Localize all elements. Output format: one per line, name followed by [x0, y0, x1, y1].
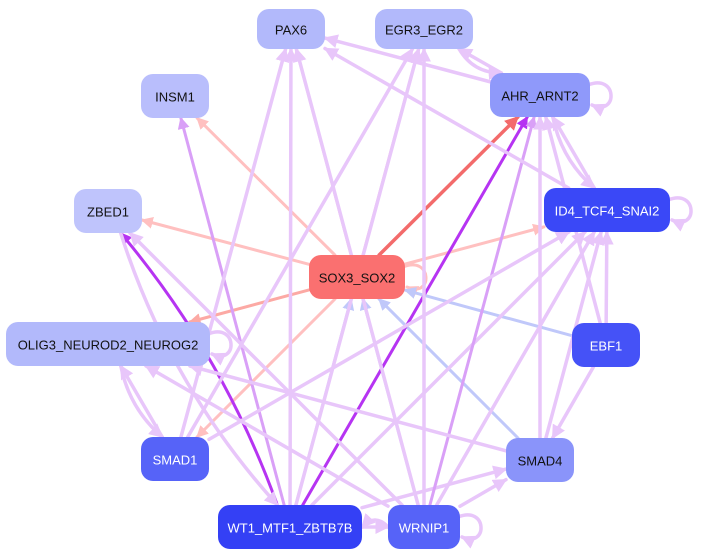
edge-wrnip1-to-wrnip1: [456, 513, 483, 549]
node-label: SMAD4: [518, 454, 563, 469]
edge-wrnip1-to-zbed1: [128, 231, 404, 507]
edge-sox3_sox2-to-olig3_neurod2_neurog2: [188, 288, 311, 325]
edge-sox3_sox2-to-id4_tcf4_snai2: [403, 223, 546, 266]
node-label: SOX3_SOX2: [319, 271, 396, 286]
node-label: WT1_MTF1_ZBTB7B: [228, 521, 353, 536]
edge-wrnip1-to-id4_tcf4_snai2: [434, 230, 597, 507]
edge-id4_tcf4_snai2-to-ahr_arnt2: [551, 115, 596, 190]
edge-smad1-to-olig3_neurod2_neurog2: [119, 364, 164, 439]
edge-ahr_arnt2-to-pax6: [323, 34, 492, 84]
edge-id4_tcf4_snai2-to-id4_tcf4_snai2: [666, 196, 693, 232]
edge-olig3_neurod2_neurog2-to-smad1: [119, 364, 164, 439]
node-box: [141, 74, 209, 118]
node-smad4[interactable]: SMAD4: [506, 438, 574, 482]
edge-wt1_mtf1_zbtb7b-to-id4_tcf4_snai2: [310, 230, 587, 507]
node-label: EBF1: [590, 339, 623, 354]
node-wt1-mtf1-zbtb7b[interactable]: WT1_MTF1_ZBTB7B: [218, 505, 362, 549]
node-box: [506, 438, 574, 482]
node-label: AHR_ARNT2: [501, 89, 578, 104]
node-box: [74, 189, 142, 233]
node-box: [490, 73, 590, 117]
node-label: INSM1: [155, 90, 195, 105]
node-label: WRNIP1: [399, 521, 450, 536]
node-ahr-arnt2[interactable]: AHR_ARNT2: [490, 73, 590, 117]
node-insm1[interactable]: INSM1: [141, 74, 209, 118]
edge-ebf1-to-id4_tcf4_snai2: [599, 230, 614, 325]
node-box: [257, 9, 325, 49]
edge-ahr_arnt2-to-ahr_arnt2: [586, 81, 613, 117]
edge-sox3_sox2-to-ahr_arnt2: [377, 115, 520, 257]
node-egr3-egr2[interactable]: EGR3_EGR2: [375, 9, 473, 49]
edge-sox3_sox2-to-zbed1: [140, 216, 311, 266]
edge-sox3_sox2-to-insm1: [195, 116, 337, 257]
node-olig3-neurod2-neurog2[interactable]: OLIG3_NEUROD2_NEUROG2: [6, 322, 210, 366]
node-label: OLIG3_NEUROD2_NEUROG2: [18, 338, 199, 353]
node-box: [544, 188, 670, 232]
node-smad1[interactable]: SMAD1: [141, 437, 209, 481]
node-zbed1[interactable]: ZBED1: [74, 189, 142, 233]
edge-olig3_neurod2_neurog2-to-olig3_neurod2_neurog2: [206, 330, 233, 366]
edge-wrnip1-to-olig3_neurod2_neurog2: [144, 364, 390, 508]
edge-smad1-to-id4_tcf4_snai2: [207, 230, 571, 442]
edge-wrnip1-to-wt1_mtf1_zbtb7b: [360, 513, 390, 529]
edge-ahr_arnt2-to-id4_tcf4_snai2: [551, 115, 596, 190]
node-id4-tcf4-snai2[interactable]: ID4_TCF4_SNAI2: [544, 188, 670, 232]
edge-zbed1-to-wt1_mtf1_zbtb7b: [118, 231, 280, 507]
edge-id4_tcf4_snai2-to-pax6: [323, 46, 571, 190]
node-box: [6, 322, 210, 366]
node-label: EGR3_EGR2: [385, 23, 463, 38]
node-box: [141, 437, 209, 481]
node-wrnip1[interactable]: WRNIP1: [388, 505, 460, 549]
node-box: [388, 505, 460, 549]
edge-smad1-to-pax6: [179, 47, 290, 439]
edge-wrnip1-to-smad4: [458, 477, 508, 508]
node-label: SMAD1: [153, 453, 198, 468]
edge-wrnip1-to-ahr_arnt2: [428, 115, 538, 507]
edge-egr3_egr2-to-ahr_arnt2: [457, 47, 504, 81]
node-box: [309, 255, 405, 299]
node-sox3-sox2[interactable]: SOX3_SOX2: [309, 255, 405, 299]
node-box: [375, 9, 473, 49]
edge-wt1_mtf1_zbtb7b-to-ahr_arnt2: [301, 115, 529, 507]
node-box: [218, 505, 362, 549]
node-label: ID4_TCF4_SNAI2: [555, 204, 660, 219]
node-pax6[interactable]: PAX6: [257, 9, 325, 49]
node-ebf1[interactable]: EBF1: [572, 323, 640, 367]
node-label: PAX6: [275, 23, 307, 38]
edge-ebf1-to-smad4: [550, 365, 596, 440]
edge-wt1_mtf1_zbtb7b-to-insm1: [177, 116, 286, 507]
edge-smad1-to-egr3_egr2: [185, 47, 415, 439]
edge-smad4-to-olig3_neurod2_neurog2: [188, 362, 508, 453]
node-box: [572, 323, 640, 367]
node-label: ZBED1: [87, 205, 129, 220]
edge-wt1_mtf1_zbtb7b-to-pax6: [283, 47, 298, 507]
